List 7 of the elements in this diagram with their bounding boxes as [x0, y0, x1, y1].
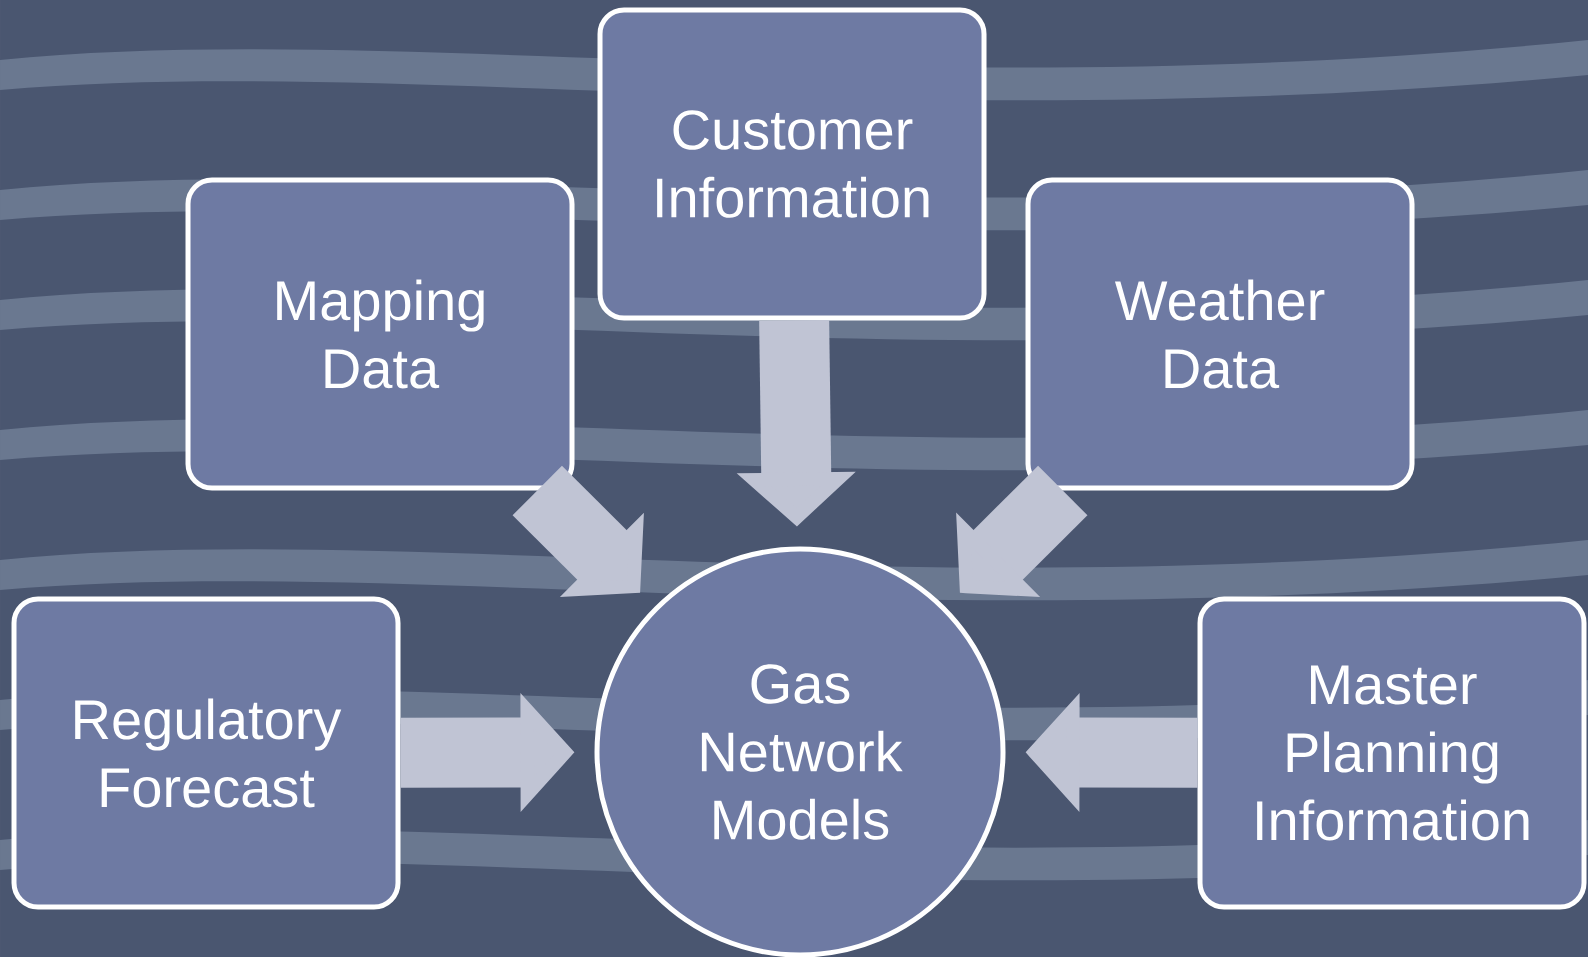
- process-box: Customer Information: [597, 7, 987, 321]
- process-box: Weather Data: [1025, 177, 1415, 491]
- process-box: Regulatory Forecast: [11, 596, 401, 910]
- process-box: Mapping Data: [185, 177, 575, 491]
- circle-node: Gas Network Models: [594, 546, 1006, 957]
- process-box: Master Planning Information: [1197, 596, 1587, 910]
- block-arrow: [956, 465, 1088, 598]
